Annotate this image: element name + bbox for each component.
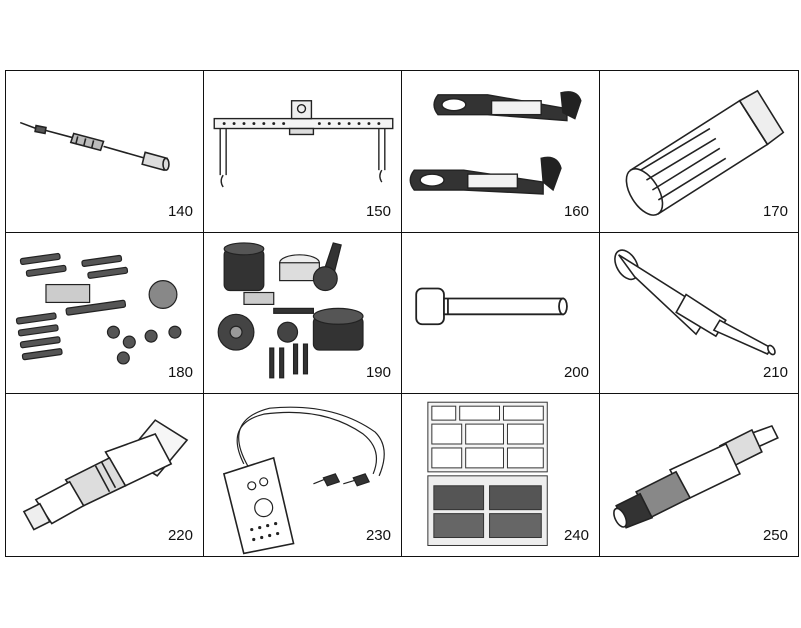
tool-cell-140: 140 <box>6 71 204 233</box>
parts-organizer-icon <box>427 402 548 547</box>
test-box-icon <box>222 406 385 555</box>
pilot-tool-icon <box>614 248 776 356</box>
tool-cell-160: 160 <box>402 71 600 233</box>
tool-cell-250: 250 <box>600 394 798 556</box>
part-number: 220 <box>167 527 193 544</box>
drift-pin-icon <box>415 287 568 325</box>
bracket-tool-icon <box>409 91 582 195</box>
tool-cell-170: 170 <box>600 71 798 233</box>
part-number: 190 <box>365 364 391 382</box>
spline-socket-icon <box>625 89 785 216</box>
tool-cell-230: 230 <box>204 394 402 556</box>
probe-tool-icon <box>19 121 170 172</box>
tool-grid: 140 150 <box>5 70 799 557</box>
tool-cell-220: 220 <box>6 394 204 556</box>
part-number: 180 <box>167 364 193 382</box>
adapter-tool-icon <box>613 425 779 530</box>
lifting-beam-icon <box>213 100 394 188</box>
tool-cell-200: 200 <box>402 232 600 395</box>
part-number: 160 <box>563 202 589 220</box>
part-number: 140 <box>167 202 193 220</box>
part-number: 250 <box>762 527 788 544</box>
stud-kit-icon <box>15 252 182 365</box>
part-number: 200 <box>563 364 589 382</box>
part-number: 240 <box>563 527 589 544</box>
tool-cell-150: 150 <box>204 71 402 233</box>
tool-cell-180: 180 <box>6 232 204 395</box>
part-number: 170 <box>762 202 788 220</box>
part-number: 210 <box>762 364 788 382</box>
part-number: 230 <box>365 527 391 544</box>
puller-set-icon <box>217 241 364 379</box>
part-number: 150 <box>365 202 391 220</box>
tool-cell-210: 210 <box>600 233 798 395</box>
spline-shaft-icon <box>22 419 189 531</box>
tool-cell-240: 240 <box>402 394 600 556</box>
tool-cell-190: 190 <box>204 232 402 395</box>
